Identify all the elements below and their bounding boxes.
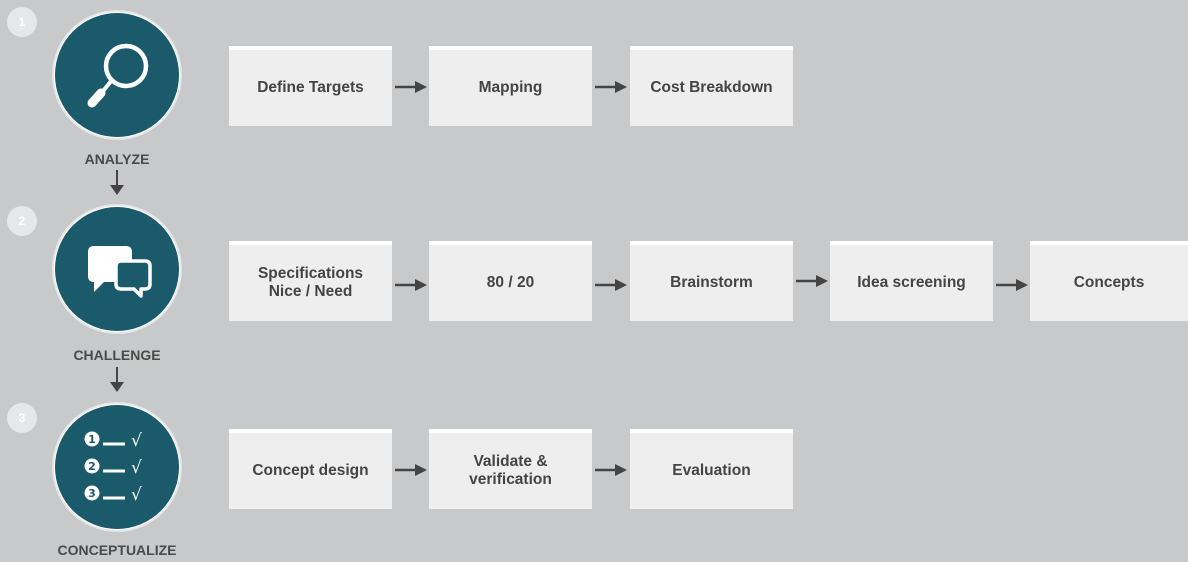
right-arrow <box>595 279 627 291</box>
step-number-badge: 1 <box>7 7 37 37</box>
stage-label: ANALYZE <box>84 151 150 167</box>
checklist-number: 1 <box>88 433 96 446</box>
process-step: Define Targets <box>229 46 392 126</box>
down-arrow <box>110 367 124 392</box>
right-arrow <box>395 464 427 476</box>
process-step: Concepts <box>1030 241 1188 321</box>
stage-icon-circle <box>52 10 182 140</box>
process-step: 80 / 20 <box>429 241 592 321</box>
right-arrow <box>595 464 627 476</box>
speech-bubbles-icon <box>88 246 152 298</box>
process-step: Specifications Nice / Need <box>229 241 392 321</box>
right-arrow <box>796 275 828 287</box>
process-step: Cost Breakdown <box>630 46 793 126</box>
process-step: Evaluation <box>630 429 793 509</box>
process-step: Concept design <box>229 429 392 509</box>
checklist-number: 2 <box>88 460 96 473</box>
process-step: Brainstorm <box>630 241 793 321</box>
check-mark: √ <box>131 431 142 451</box>
stage-label: CONCEPTUALIZE <box>57 542 177 558</box>
stage-icon-circle: 1 √ 2 √ 3 √ <box>52 402 182 532</box>
right-arrow <box>395 81 427 93</box>
stage-icon-circle <box>52 204 182 334</box>
checklist-number: 3 <box>88 487 96 500</box>
right-arrow <box>595 81 627 93</box>
checklist-icon: 1 √ 2 √ 3 √ <box>84 431 142 505</box>
step-number-badge: 2 <box>7 206 37 236</box>
check-mark: √ <box>131 458 142 478</box>
step-number-badge: 3 <box>7 403 37 433</box>
stage-label: CHALLENGE <box>73 347 161 363</box>
down-arrow <box>110 170 124 195</box>
process-step: Idea screening <box>830 241 993 321</box>
magnifier-icon <box>87 43 149 108</box>
right-arrow <box>395 279 427 291</box>
process-step: Validate & verification <box>429 429 592 509</box>
process-step: Mapping <box>429 46 592 126</box>
right-arrow <box>996 279 1028 291</box>
check-mark: √ <box>131 485 142 505</box>
